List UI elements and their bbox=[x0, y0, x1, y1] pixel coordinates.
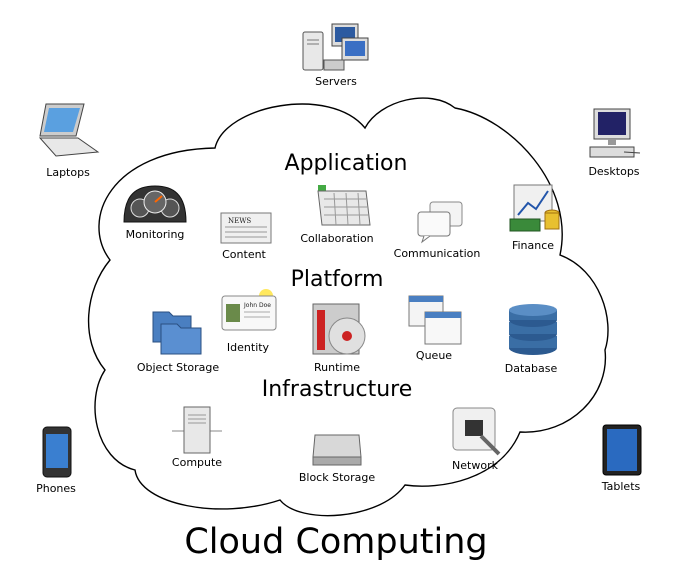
identity-card-name: John Doe bbox=[243, 302, 271, 309]
laptops-label: Laptops bbox=[46, 166, 90, 179]
phone-icon bbox=[42, 426, 72, 478]
tablet-icon bbox=[602, 424, 642, 476]
application-heading: Application bbox=[284, 151, 408, 176]
database-label: Database bbox=[504, 362, 558, 375]
network-label: Network bbox=[452, 459, 498, 472]
content-icon-text: NEWS bbox=[228, 217, 251, 225]
queue-label: Queue bbox=[415, 349, 453, 362]
finance-label: Finance bbox=[511, 239, 555, 252]
monitoring-label: Monitoring bbox=[125, 228, 185, 241]
runtime-label: Runtime bbox=[314, 361, 360, 374]
desktops-label: Desktops bbox=[588, 165, 640, 178]
communication-icon bbox=[417, 201, 463, 244]
content-label: Content bbox=[222, 248, 266, 261]
tablets-label: Tablets bbox=[601, 480, 641, 493]
object-storage-label: Object Storage bbox=[136, 361, 220, 374]
monitoring-icon bbox=[123, 185, 187, 223]
block-storage-icon bbox=[312, 434, 362, 466]
desktop-icon bbox=[589, 108, 641, 158]
runtime-icon bbox=[312, 303, 366, 355]
compute-label: Compute bbox=[171, 456, 223, 469]
servers-icon bbox=[302, 23, 369, 71]
object-storage-icon bbox=[152, 311, 202, 355]
collaboration-label: Collaboration bbox=[300, 232, 374, 245]
content-icon: NEWS bbox=[220, 212, 272, 244]
collaboration-icon bbox=[317, 185, 371, 226]
laptop-icon bbox=[38, 103, 100, 157]
block-storage-label: Block Storage bbox=[298, 471, 376, 484]
identity-label: Identity bbox=[226, 341, 270, 354]
servers-label: Servers bbox=[315, 75, 357, 88]
communication-label: Communication bbox=[393, 247, 481, 260]
network-icon bbox=[452, 407, 501, 456]
queue-icon bbox=[408, 295, 462, 345]
phones-label: Phones bbox=[36, 482, 76, 495]
database-icon bbox=[509, 304, 557, 355]
identity-icon: John Doe bbox=[221, 289, 277, 331]
compute-icon bbox=[172, 406, 222, 454]
platform-heading: Platform bbox=[290, 267, 384, 292]
infrastructure-heading: Infrastructure bbox=[261, 377, 413, 402]
page-title: Cloud Computing bbox=[184, 522, 488, 562]
finance-icon bbox=[509, 184, 560, 232]
